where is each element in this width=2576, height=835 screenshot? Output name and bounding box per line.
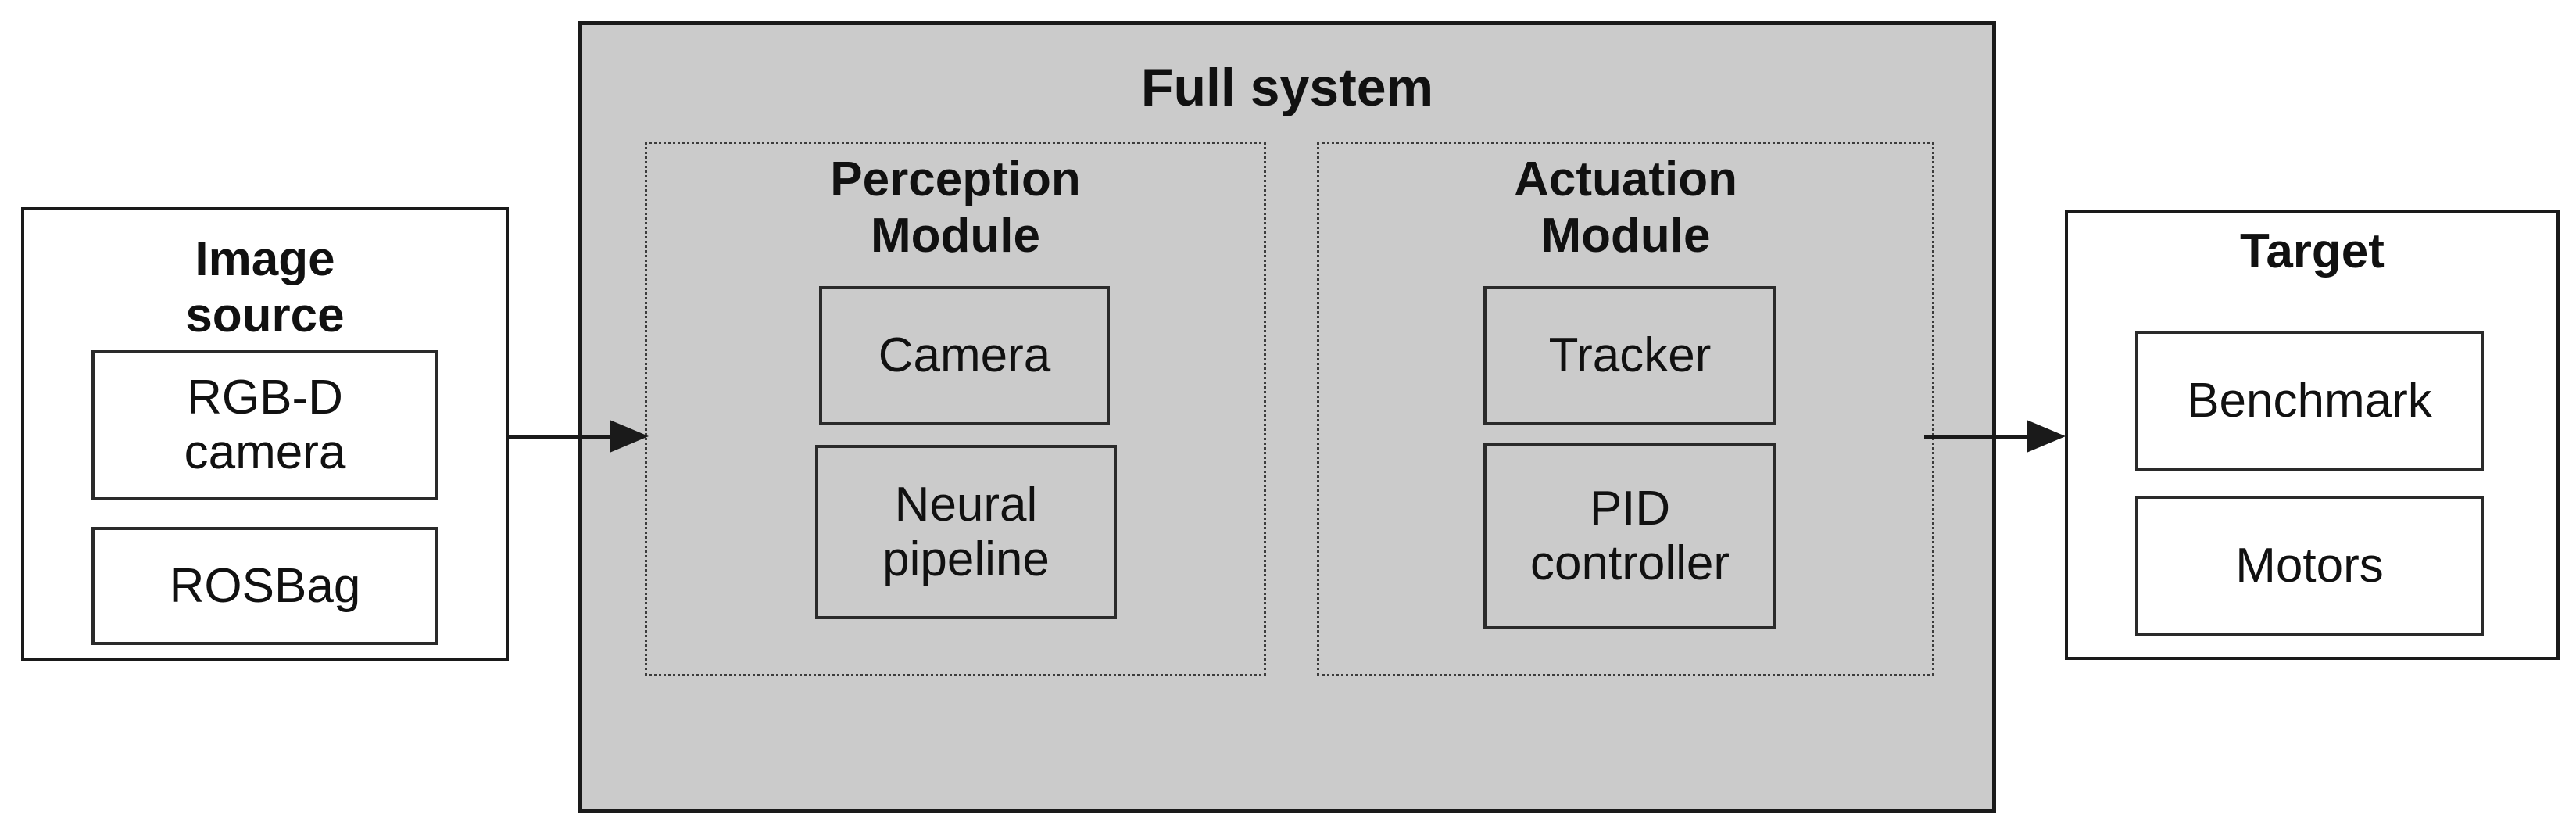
actuation-module-title: Actuation Module xyxy=(1514,152,1737,263)
tracker-box: Tracker xyxy=(1483,286,1776,425)
motors-label: Motors xyxy=(2235,539,2384,593)
neural-pipeline-label: Neural pipeline xyxy=(882,477,1050,586)
arrow-source-to-system-line xyxy=(508,435,617,439)
actuation-module-box xyxy=(1317,142,1934,676)
camera-label: Camera xyxy=(878,328,1051,382)
pid-controller-label: PID controller xyxy=(1530,482,1730,590)
perception-module-box xyxy=(645,142,1266,676)
benchmark-label: Benchmark xyxy=(2187,374,2432,428)
image-source-title: Image source xyxy=(185,232,345,342)
rosbag-box: ROSBag xyxy=(91,527,438,645)
pid-controller-box: PID controller xyxy=(1483,443,1776,629)
camera-box: Camera xyxy=(819,286,1110,425)
perception-module-title: Perception Module xyxy=(830,152,1081,263)
neural-pipeline-box: Neural pipeline xyxy=(815,445,1117,619)
tracker-label: Tracker xyxy=(1548,328,1712,382)
full-system-box xyxy=(578,21,1996,813)
arrow-system-to-target-line xyxy=(1924,435,2030,439)
rgbd-camera-box: RGB-D camera xyxy=(91,350,438,500)
rgbd-camera-label: RGB-D camera xyxy=(184,371,346,479)
full-system-title: Full system xyxy=(1140,58,1434,117)
arrow-system-to-target-head xyxy=(2027,420,2066,453)
rosbag-label: ROSBag xyxy=(169,558,361,613)
benchmark-box: Benchmark xyxy=(2135,331,2484,471)
target-title: Target xyxy=(2240,224,2385,278)
motors-box: Motors xyxy=(2135,496,2484,636)
arrow-source-to-system-head xyxy=(610,420,649,453)
